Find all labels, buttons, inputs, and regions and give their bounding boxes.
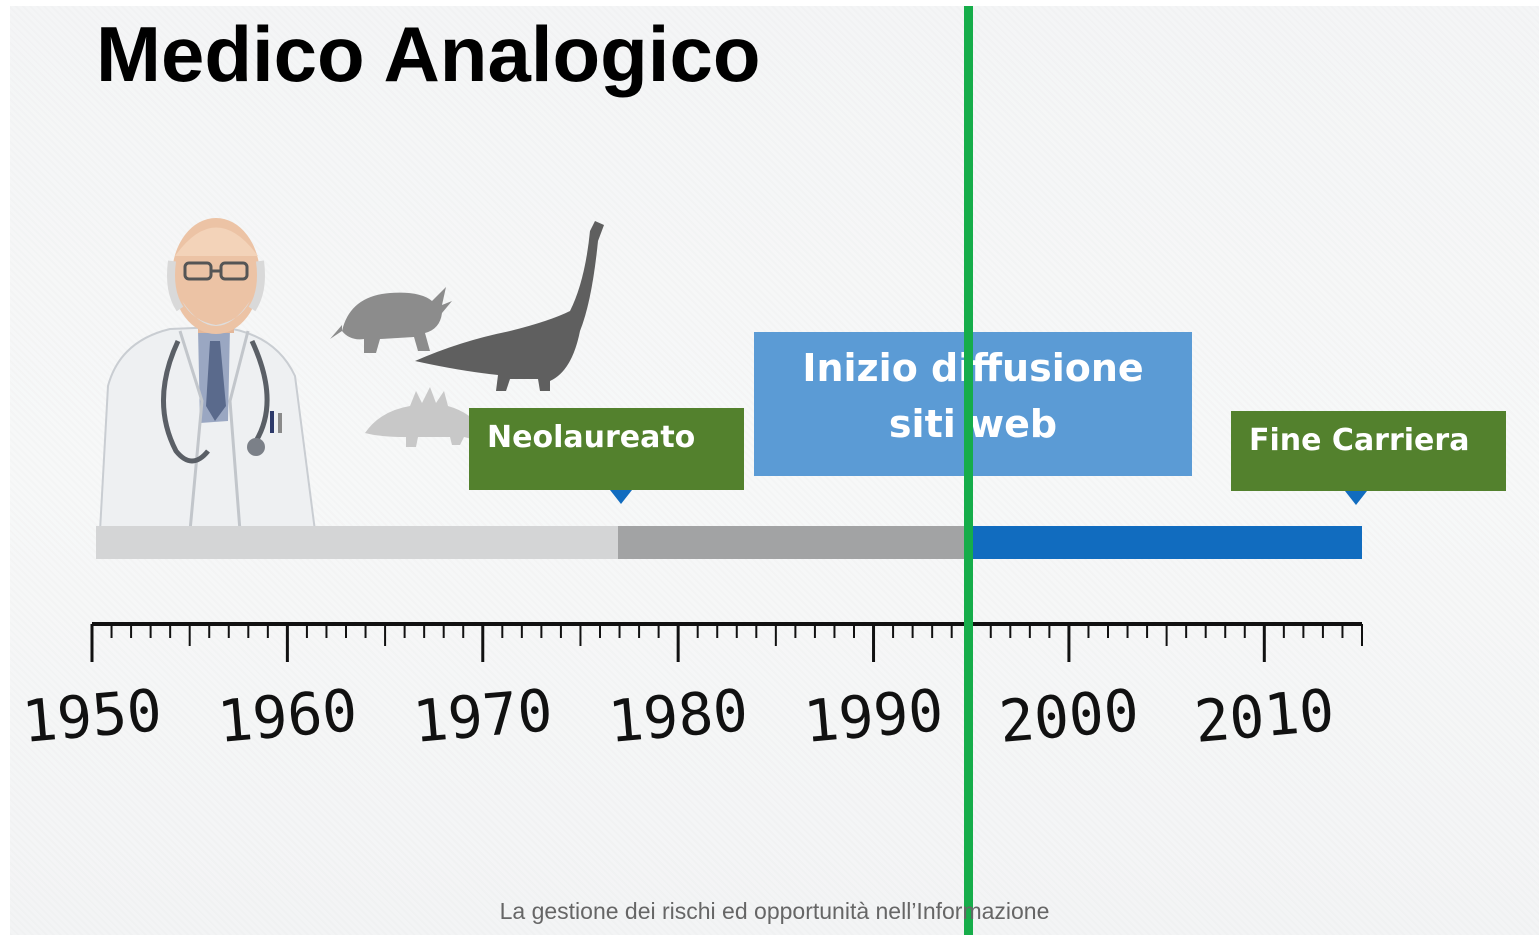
triceratops-icon — [330, 287, 452, 353]
axis-year-label: 2010 — [1192, 676, 1337, 756]
slide: Medico Analogico — [10, 6, 1539, 935]
doctor-illustration — [98, 218, 604, 532]
axis-year-label: 2000 — [996, 676, 1141, 756]
timeline-bar-segment-3 — [968, 526, 1362, 559]
axis-year-label: 1990 — [801, 676, 946, 756]
fine-carriera-callout: Fine Carriera — [1231, 411, 1506, 491]
axis-year-label: 1970 — [410, 676, 555, 756]
neolaureato-pointer-icon — [610, 490, 632, 504]
inizio-callout-line2: siti web — [888, 402, 1058, 446]
footer-text: La gestione dei rischi ed opportunità ne… — [499, 898, 1050, 924]
axis-year-label: 1960 — [215, 676, 360, 756]
web-era-marker-line — [964, 6, 973, 935]
doctor-figure — [98, 218, 317, 532]
stegosaurus-icon — [365, 387, 480, 447]
neolaureato-callout: Neolaureato — [469, 408, 744, 490]
inizio-callout-line1: Inizio diffusione — [802, 346, 1144, 390]
timeline-axis: 1950 1960 1970 1980 1990 2000 2010 — [19, 622, 1363, 756]
timeline-bar-segment-1 — [96, 526, 618, 559]
inizio-diffusione-callout: Inizio diffusione siti web — [754, 332, 1192, 476]
brachiosaurus-icon — [415, 221, 604, 391]
axis-year-label: 1980 — [606, 676, 751, 756]
slide-title: Medico Analogico — [96, 10, 761, 98]
fine-carriera-pointer-icon — [1345, 491, 1367, 505]
timeline-bar-segment-2 — [618, 526, 968, 559]
axis-year-label: 1950 — [19, 676, 164, 756]
